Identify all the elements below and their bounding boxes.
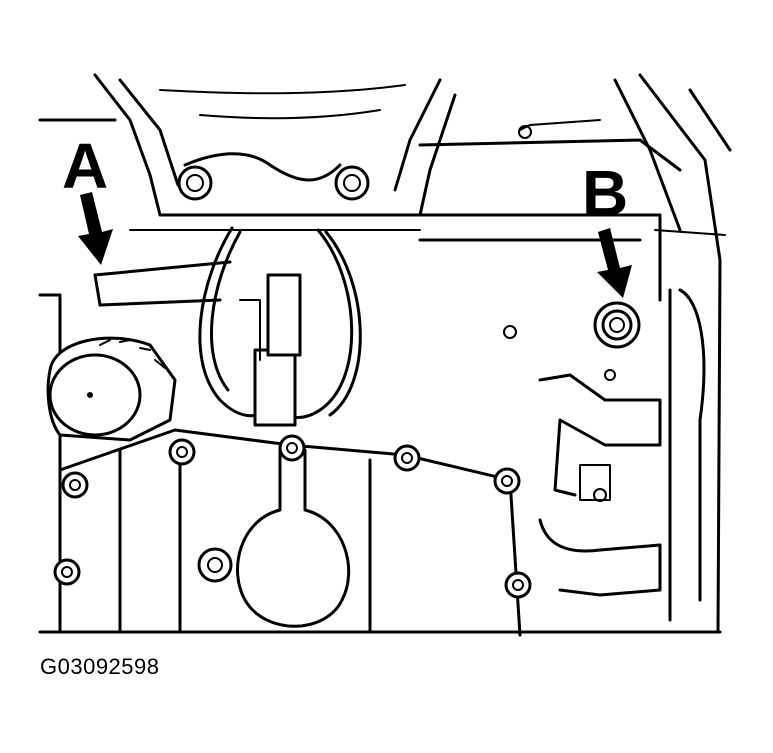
round-port <box>236 448 351 628</box>
figure-id: G03092598 <box>40 654 160 679</box>
callout-b-arrow <box>597 228 632 298</box>
wiring-harness <box>198 226 362 427</box>
housing-bolts <box>53 125 532 599</box>
main-housing <box>38 73 732 637</box>
upper-cover <box>93 73 457 217</box>
callout-a-arrow <box>78 192 113 265</box>
right-hoses <box>538 288 706 622</box>
callout-a: A <box>62 130 113 265</box>
callout-b-label: B <box>582 157 628 229</box>
fastener-b <box>593 301 641 349</box>
callout-a-label: A <box>62 130 108 202</box>
cover-bolts <box>177 165 370 201</box>
filter-cap <box>46 336 177 442</box>
left-pipe <box>93 260 232 307</box>
callout-b: B <box>582 157 632 298</box>
